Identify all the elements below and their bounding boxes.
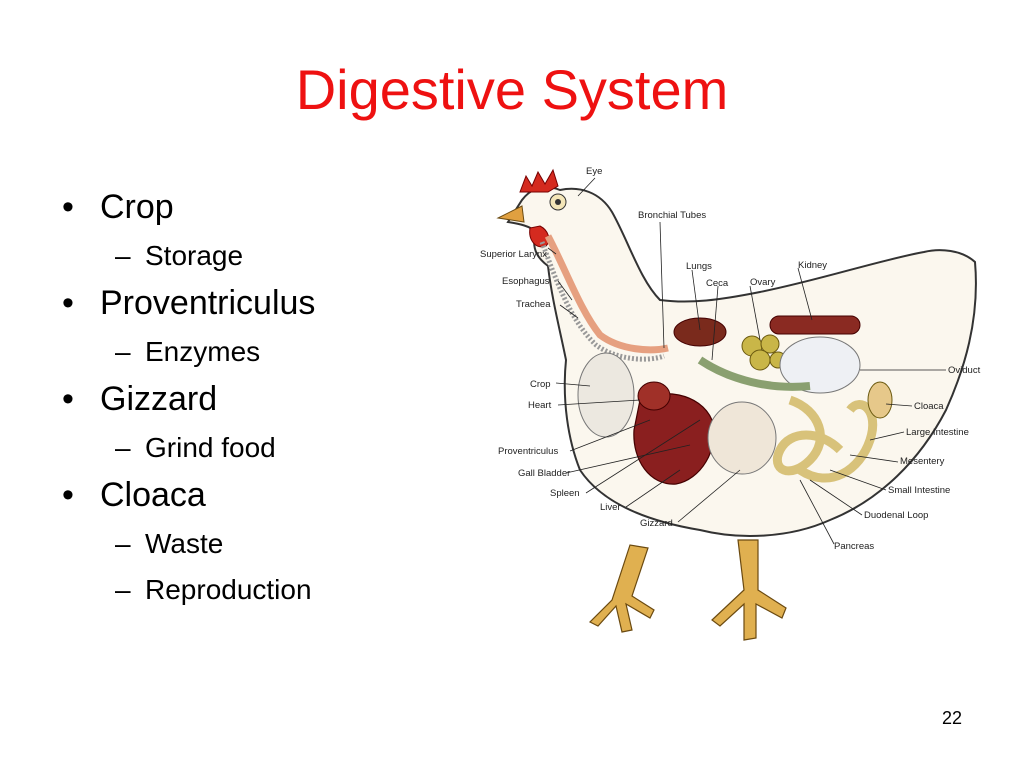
ceca-organ xyxy=(697,356,811,391)
bullet-label: Crop xyxy=(100,188,174,226)
dash-marker: – xyxy=(115,240,131,271)
cloaca-organ xyxy=(867,381,893,419)
kidney-organ xyxy=(769,315,861,335)
intestines-organ xyxy=(772,395,878,483)
leader-lines xyxy=(547,177,946,545)
sub-bullet-storage: –Storage xyxy=(60,242,480,270)
bullet-list: •Crop –Storage •Proventriculus –Enzymes … xyxy=(60,190,480,604)
label-esophagus: Esophagus xyxy=(502,276,550,287)
bullet-cloaca: • Cloaca xyxy=(60,478,480,512)
bullet-crop: • Crop xyxy=(60,190,480,224)
label-lungs: Lungs xyxy=(686,261,712,272)
sub-bullet-label: Grind food xyxy=(145,432,276,463)
label-trachea: Trachea xyxy=(516,299,551,310)
label-crop: Crop xyxy=(530,379,551,390)
trachea-shape xyxy=(539,241,665,362)
label-gall-bladder: Gall Bladder xyxy=(518,468,570,479)
heart-organ xyxy=(637,381,671,411)
chicken-body-outline xyxy=(506,186,977,537)
sub-bullet-grind-food: –Grind food xyxy=(60,434,480,462)
oviduct-organ xyxy=(779,336,861,394)
bullet-marker: • xyxy=(62,284,74,322)
sub-bullet-reproduction: –Reproduction xyxy=(60,576,480,604)
bullet-gizzard: • Gizzard xyxy=(60,382,480,416)
chicken-anatomy-diagram: Eye Bronchial Tubes Superior Larynx Lung… xyxy=(480,166,981,641)
sub-bullet-label: Enzymes xyxy=(145,336,261,367)
bullet-marker: • xyxy=(62,188,74,226)
label-gizzard: Gizzard xyxy=(640,518,673,529)
label-heart: Heart xyxy=(528,400,552,411)
bullet-marker: • xyxy=(62,380,74,418)
dash-marker: – xyxy=(115,336,131,367)
label-ovary: Ovary xyxy=(750,277,776,288)
label-large-intestine: Large Intestine xyxy=(906,427,969,438)
label-ceca: Ceca xyxy=(706,278,729,289)
slide-title: Digestive System xyxy=(295,58,729,121)
label-small-intestine: Small Intestine xyxy=(888,485,950,496)
gizzard-organ xyxy=(707,401,777,475)
chicken-comb xyxy=(519,168,559,193)
label-bronchial-tubes: Bronchial Tubes xyxy=(638,210,706,221)
page-number: 22 xyxy=(941,708,962,728)
esophagus-shape xyxy=(544,234,669,354)
ovary-organ xyxy=(741,334,787,371)
dash-marker: – xyxy=(115,574,131,605)
sub-bullet-label: Waste xyxy=(145,528,224,559)
sub-bullet-enzymes: –Enzymes xyxy=(60,338,480,366)
sub-bullet-label: Storage xyxy=(145,240,244,271)
chicken-legs xyxy=(588,539,787,641)
label-mesentery: Mesentery xyxy=(900,456,945,467)
bullet-label: Cloaca xyxy=(100,476,206,514)
sub-bullet-waste: –Waste xyxy=(60,530,480,558)
label-spleen: Spleen xyxy=(550,488,580,499)
label-liver: Liver xyxy=(600,502,621,513)
chicken-beak xyxy=(496,205,525,223)
label-proventriculus: Proventriculus xyxy=(498,446,558,457)
bullet-proventriculus: • Proventriculus xyxy=(60,286,480,320)
bullet-marker: • xyxy=(62,476,74,514)
sub-bullet-label: Reproduction xyxy=(145,574,312,605)
label-oviduct: Oviduct xyxy=(948,365,981,376)
dash-marker: – xyxy=(115,528,131,559)
bullet-label: Proventriculus xyxy=(100,284,316,322)
label-pancreas: Pancreas xyxy=(834,541,874,552)
lungs-organ xyxy=(673,317,727,347)
liver-organ xyxy=(633,393,715,485)
label-eye: Eye xyxy=(586,166,602,177)
dash-marker: – xyxy=(115,432,131,463)
crop-organ xyxy=(577,352,635,438)
label-duodenal-loop: Duodenal Loop xyxy=(864,510,928,521)
bullet-label: Gizzard xyxy=(100,380,218,418)
label-cloaca: Cloaca xyxy=(914,401,944,412)
diagram-labels: Eye Bronchial Tubes Superior Larynx Lung… xyxy=(480,166,981,552)
chicken-pupil xyxy=(555,199,561,205)
label-kidney: Kidney xyxy=(798,260,827,271)
label-superior-larynx: Superior Larynx xyxy=(480,249,547,260)
